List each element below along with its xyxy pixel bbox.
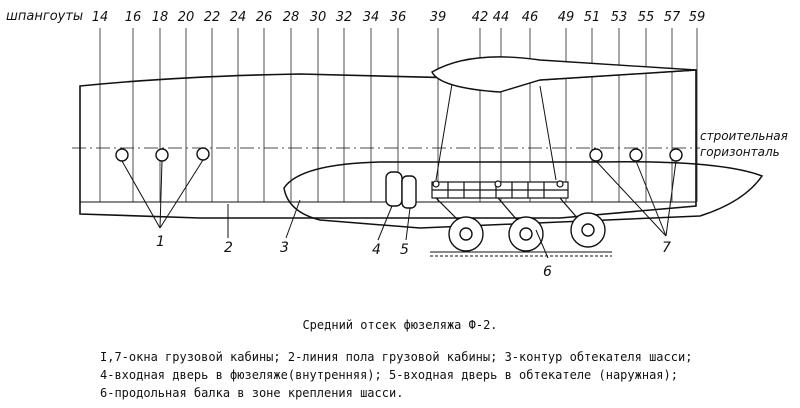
frame-number: 22 bbox=[204, 10, 221, 25]
gear-fairing-contour bbox=[283, 161, 764, 229]
legend-line: 4-входная дверь в фюзеляже(внутренняя); … bbox=[100, 368, 678, 382]
frame-numbers: 14 16 18 20 22 24 26 28 30 32 34 36 39 42 44 46 49 51 53 55… bbox=[92, 10, 706, 25]
frame-lines bbox=[99, 28, 698, 202]
landing-gear-wheels bbox=[448, 212, 606, 252]
frames-label: шпангоуты bbox=[6, 9, 83, 24]
frame-number: 59 bbox=[689, 10, 706, 25]
wing-profile bbox=[431, 56, 697, 93]
ground-line bbox=[430, 251, 612, 257]
window-icon bbox=[155, 148, 169, 162]
leader-lines bbox=[121, 159, 677, 259]
frame-number: 14 bbox=[92, 10, 109, 25]
callout-7: 7 bbox=[662, 240, 671, 256]
wing-strut bbox=[435, 83, 453, 181]
callout-6: 6 bbox=[543, 264, 552, 280]
frame-number: 57 bbox=[664, 10, 681, 25]
frame-number: 53 bbox=[611, 10, 628, 25]
frame-number: 32 bbox=[336, 10, 353, 25]
figure-caption: Средний отсек фюзеляжа Ф-2. bbox=[302, 318, 498, 332]
frame-number: 42 bbox=[472, 10, 489, 25]
datum-label-line2: горизонталь bbox=[700, 145, 780, 159]
frame-number: 20 bbox=[178, 10, 195, 25]
frame-number: 18 bbox=[152, 10, 169, 25]
window-icon bbox=[196, 147, 210, 161]
frame-number: 51 bbox=[584, 10, 601, 25]
frame-number: 28 bbox=[283, 10, 300, 25]
frame-number: 46 bbox=[522, 10, 539, 25]
frame-number: 36 bbox=[390, 10, 407, 25]
frame-number: 16 bbox=[125, 10, 142, 25]
frame-number: 34 bbox=[363, 10, 380, 25]
inner-door bbox=[385, 171, 403, 207]
window-icon bbox=[629, 148, 643, 162]
callout-3: 3 bbox=[280, 240, 289, 256]
outer-door bbox=[401, 175, 417, 209]
frame-number: 49 bbox=[558, 10, 575, 25]
callout-5: 5 bbox=[400, 242, 409, 258]
datum-label-line1: строительная bbox=[700, 129, 788, 143]
frame-number: 39 bbox=[430, 10, 447, 25]
figure-legend: I,7-окна грузовой кабины; 2-линия пола г… bbox=[100, 348, 790, 402]
callout-2: 2 bbox=[224, 240, 233, 256]
frame-number: 30 bbox=[310, 10, 327, 25]
legend-line: 6-продольная балка в зоне крепления шасс… bbox=[100, 386, 404, 400]
frame-number: 44 bbox=[493, 10, 510, 25]
window-icon bbox=[589, 148, 603, 162]
window-icon bbox=[669, 148, 683, 162]
frame-number: 24 bbox=[230, 10, 247, 25]
wing-strut bbox=[539, 85, 557, 181]
frame-number: 26 bbox=[256, 10, 273, 25]
window-icon bbox=[115, 148, 129, 162]
fuselage-outline bbox=[79, 69, 697, 219]
frame-number: 55 bbox=[638, 10, 655, 25]
legend-line: I,7-окна грузовой кабины; 2-линия пола г… bbox=[100, 350, 693, 364]
callout-1: 1 bbox=[156, 234, 165, 250]
callout-4: 4 bbox=[372, 242, 381, 258]
